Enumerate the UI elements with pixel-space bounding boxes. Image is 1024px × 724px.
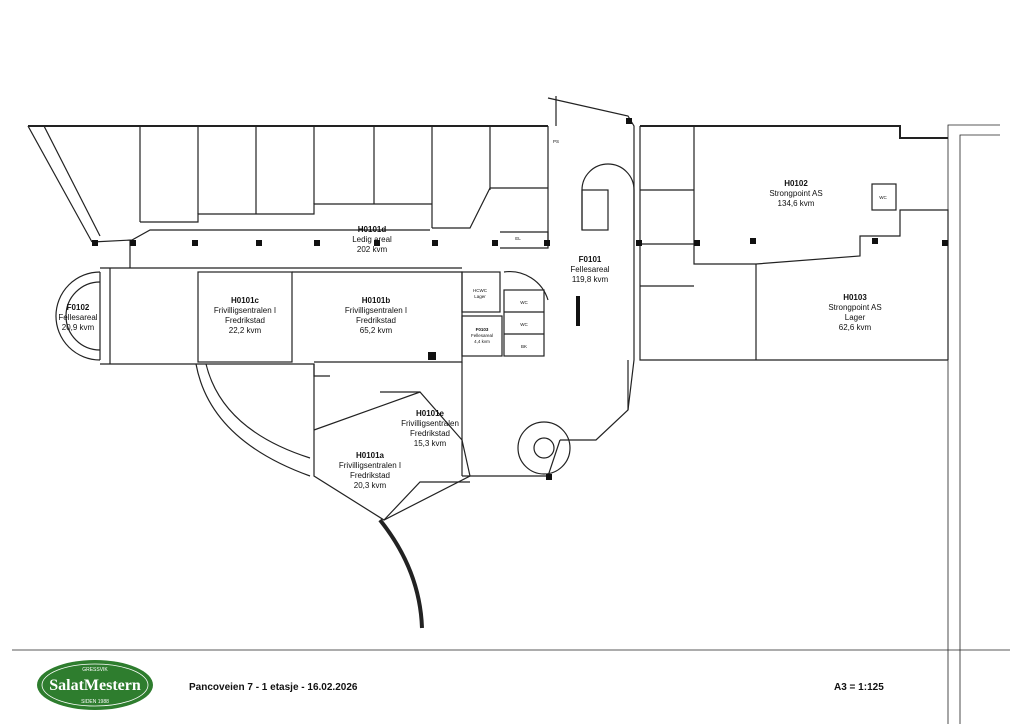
room-area: 65,2 kvm: [360, 326, 393, 335]
room-id: H0101b: [362, 296, 391, 305]
drawing-scale: A3 = 1:125: [834, 682, 884, 693]
room-area: 22,2 kvm: [229, 326, 262, 335]
el-label: EL: [515, 236, 521, 241]
small-room-labels: WC HCWC Lager WC WC BK EL PS: [473, 139, 887, 349]
room-id: H0101a: [356, 451, 385, 460]
svg-text:SIDEN 1988: SIDEN 1988: [81, 699, 109, 705]
drawing-title: Pancoveien 7 - 1 etasje - 16.02.2026: [189, 682, 358, 693]
room-id: F0102: [67, 303, 90, 312]
room-label: Fredrikstad: [225, 316, 265, 325]
room-id: H0103: [843, 293, 867, 302]
room-label: Frivilligsentralen I: [339, 461, 401, 470]
room-label: Lager: [845, 313, 866, 322]
room-area: 119,8 kvm: [572, 275, 609, 284]
room-area: 20,9 kvm: [62, 323, 95, 332]
room-h0103: H0103 Strongpoint AS Lager 62,6 kvm: [828, 293, 881, 332]
wc-label: WC: [520, 300, 528, 305]
room-f0102: F0102 Fellesareal 20,9 kvm: [58, 303, 97, 332]
svg-text:SalatMestern: SalatMestern: [49, 677, 141, 694]
room-area: 62,6 kvm: [839, 323, 872, 332]
hcwc-label: HCWC: [473, 288, 488, 293]
room-label: Fredrikstad: [356, 316, 396, 325]
wc-label: WC: [520, 322, 528, 327]
room-id: H0101e: [416, 409, 445, 418]
room-label: Frivilligsentralen: [401, 419, 459, 428]
wc-label: WC: [879, 195, 887, 200]
column-markers: [92, 118, 948, 480]
room-label: Frivilligsentralen I: [345, 306, 407, 315]
room-label: Fellesareal: [570, 265, 609, 274]
room-id: H0101d: [358, 225, 387, 234]
room-label: Frivilligsentralen I: [214, 306, 276, 315]
room-h0101c: H0101c Frivilligsentralen I Fredrikstad …: [214, 296, 276, 335]
room-h0101d: H0101d Ledig areal 202 kvm: [352, 225, 392, 254]
room-area: 15,3 kvm: [414, 439, 447, 448]
room-id: H0101c: [231, 296, 260, 305]
room-area: 202 kvm: [357, 245, 388, 254]
svg-text:GRESSVIK: GRESSVIK: [82, 667, 108, 673]
room-label: Strongpoint AS: [828, 303, 881, 312]
room-h0101b: H0101b Frivilligsentralen I Fredrikstad …: [345, 296, 407, 335]
room-id: F0101: [579, 255, 602, 264]
room-h0102: H0102 Strongpoint AS 134,6 kvm: [769, 179, 822, 208]
storage-label: Lager: [474, 294, 486, 299]
room-label: Fredrikstad: [410, 429, 450, 438]
room-label: Ledig areal: [352, 235, 392, 244]
room-h0101a: H0101a Frivilligsentralen I Fredrikstad …: [339, 451, 401, 490]
room-label: Strongpoint AS: [769, 189, 822, 198]
room-area: 4,4 kvm: [474, 339, 490, 344]
room-label: Fredrikstad: [350, 471, 390, 480]
room-area: 20,3 kvm: [354, 481, 387, 490]
ps-label: PS: [553, 139, 559, 144]
room-h0101e: H0101e Frivilligsentralen Fredrikstad 15…: [401, 409, 459, 448]
room-label: Fellesareal: [471, 333, 493, 338]
salatmestern-logo: GRESSVIK SalatMestern SIDEN 1988: [37, 660, 153, 710]
room-f0101: F0101 Fellesareal 119,8 kvm: [570, 255, 609, 284]
room-id: F0103: [476, 327, 489, 332]
room-label: Fellesareal: [58, 313, 97, 322]
room-area: 134,6 kvm: [778, 199, 815, 208]
bk-label: BK: [521, 344, 527, 349]
room-f0103: F0103 Fellesareal 4,4 kvm: [471, 327, 493, 344]
room-id: H0102: [784, 179, 808, 188]
